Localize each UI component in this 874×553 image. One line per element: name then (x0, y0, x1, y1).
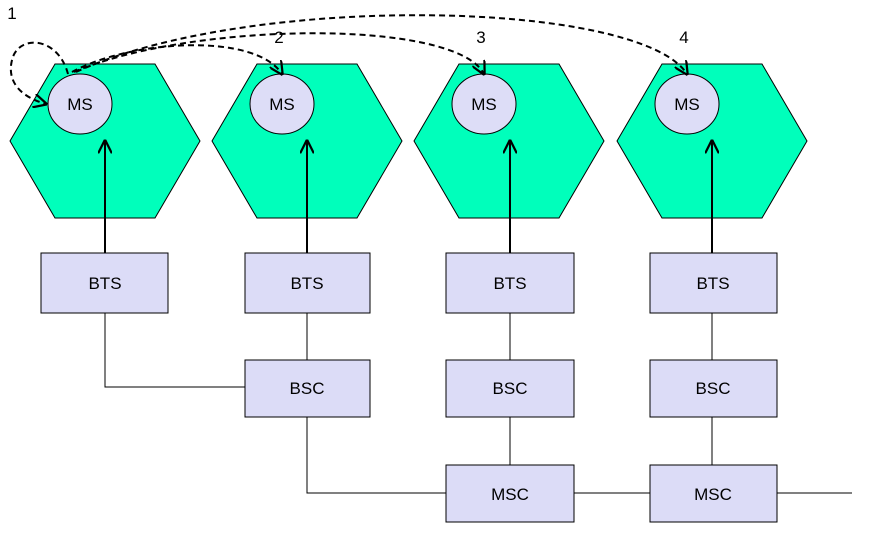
bsc-label-4: BSC (696, 379, 731, 398)
handover-arrow-to-3 (73, 32, 484, 74)
bts-label-3: BTS (493, 274, 526, 293)
handover-loop-arrow-1 (9, 41, 69, 104)
bsc-label-2: BSC (290, 379, 325, 398)
msc-3-box (445, 464, 575, 523)
handover-arrow-to-2 (71, 44, 282, 74)
bts-label-4: BTS (696, 274, 729, 293)
ms-label-4: MS (674, 95, 700, 114)
bsc-label-3: BSC (493, 379, 528, 398)
bsc-3-box (445, 359, 575, 418)
cell-number-1: 1 (7, 4, 16, 23)
cell-number-4: 4 (679, 28, 688, 47)
bts-4-box (649, 252, 778, 314)
ms-label-2: MS (269, 95, 295, 114)
bsc-4-box (649, 359, 778, 418)
bts-2-box (244, 252, 371, 314)
handover-arrow-to-4 (75, 14, 687, 74)
bts-label-2: BTS (290, 274, 323, 293)
cell-number-2: 2 (274, 28, 283, 47)
ms-label-3: MS (471, 95, 497, 114)
msc-label-3: MSC (491, 485, 529, 504)
bsc2-to-msc3-line (306, 417, 446, 494)
msc-4-box (649, 464, 778, 523)
bts1-to-bsc2-line (104, 313, 245, 388)
bts-1-box (40, 252, 169, 314)
ms-label-1: MS (67, 95, 93, 114)
cell-number-3: 3 (476, 28, 485, 47)
bsc-2-box (244, 359, 371, 418)
bts-label-1: BTS (88, 274, 121, 293)
msc-label-4: MSC (694, 485, 732, 504)
bts-3-box (445, 252, 575, 314)
